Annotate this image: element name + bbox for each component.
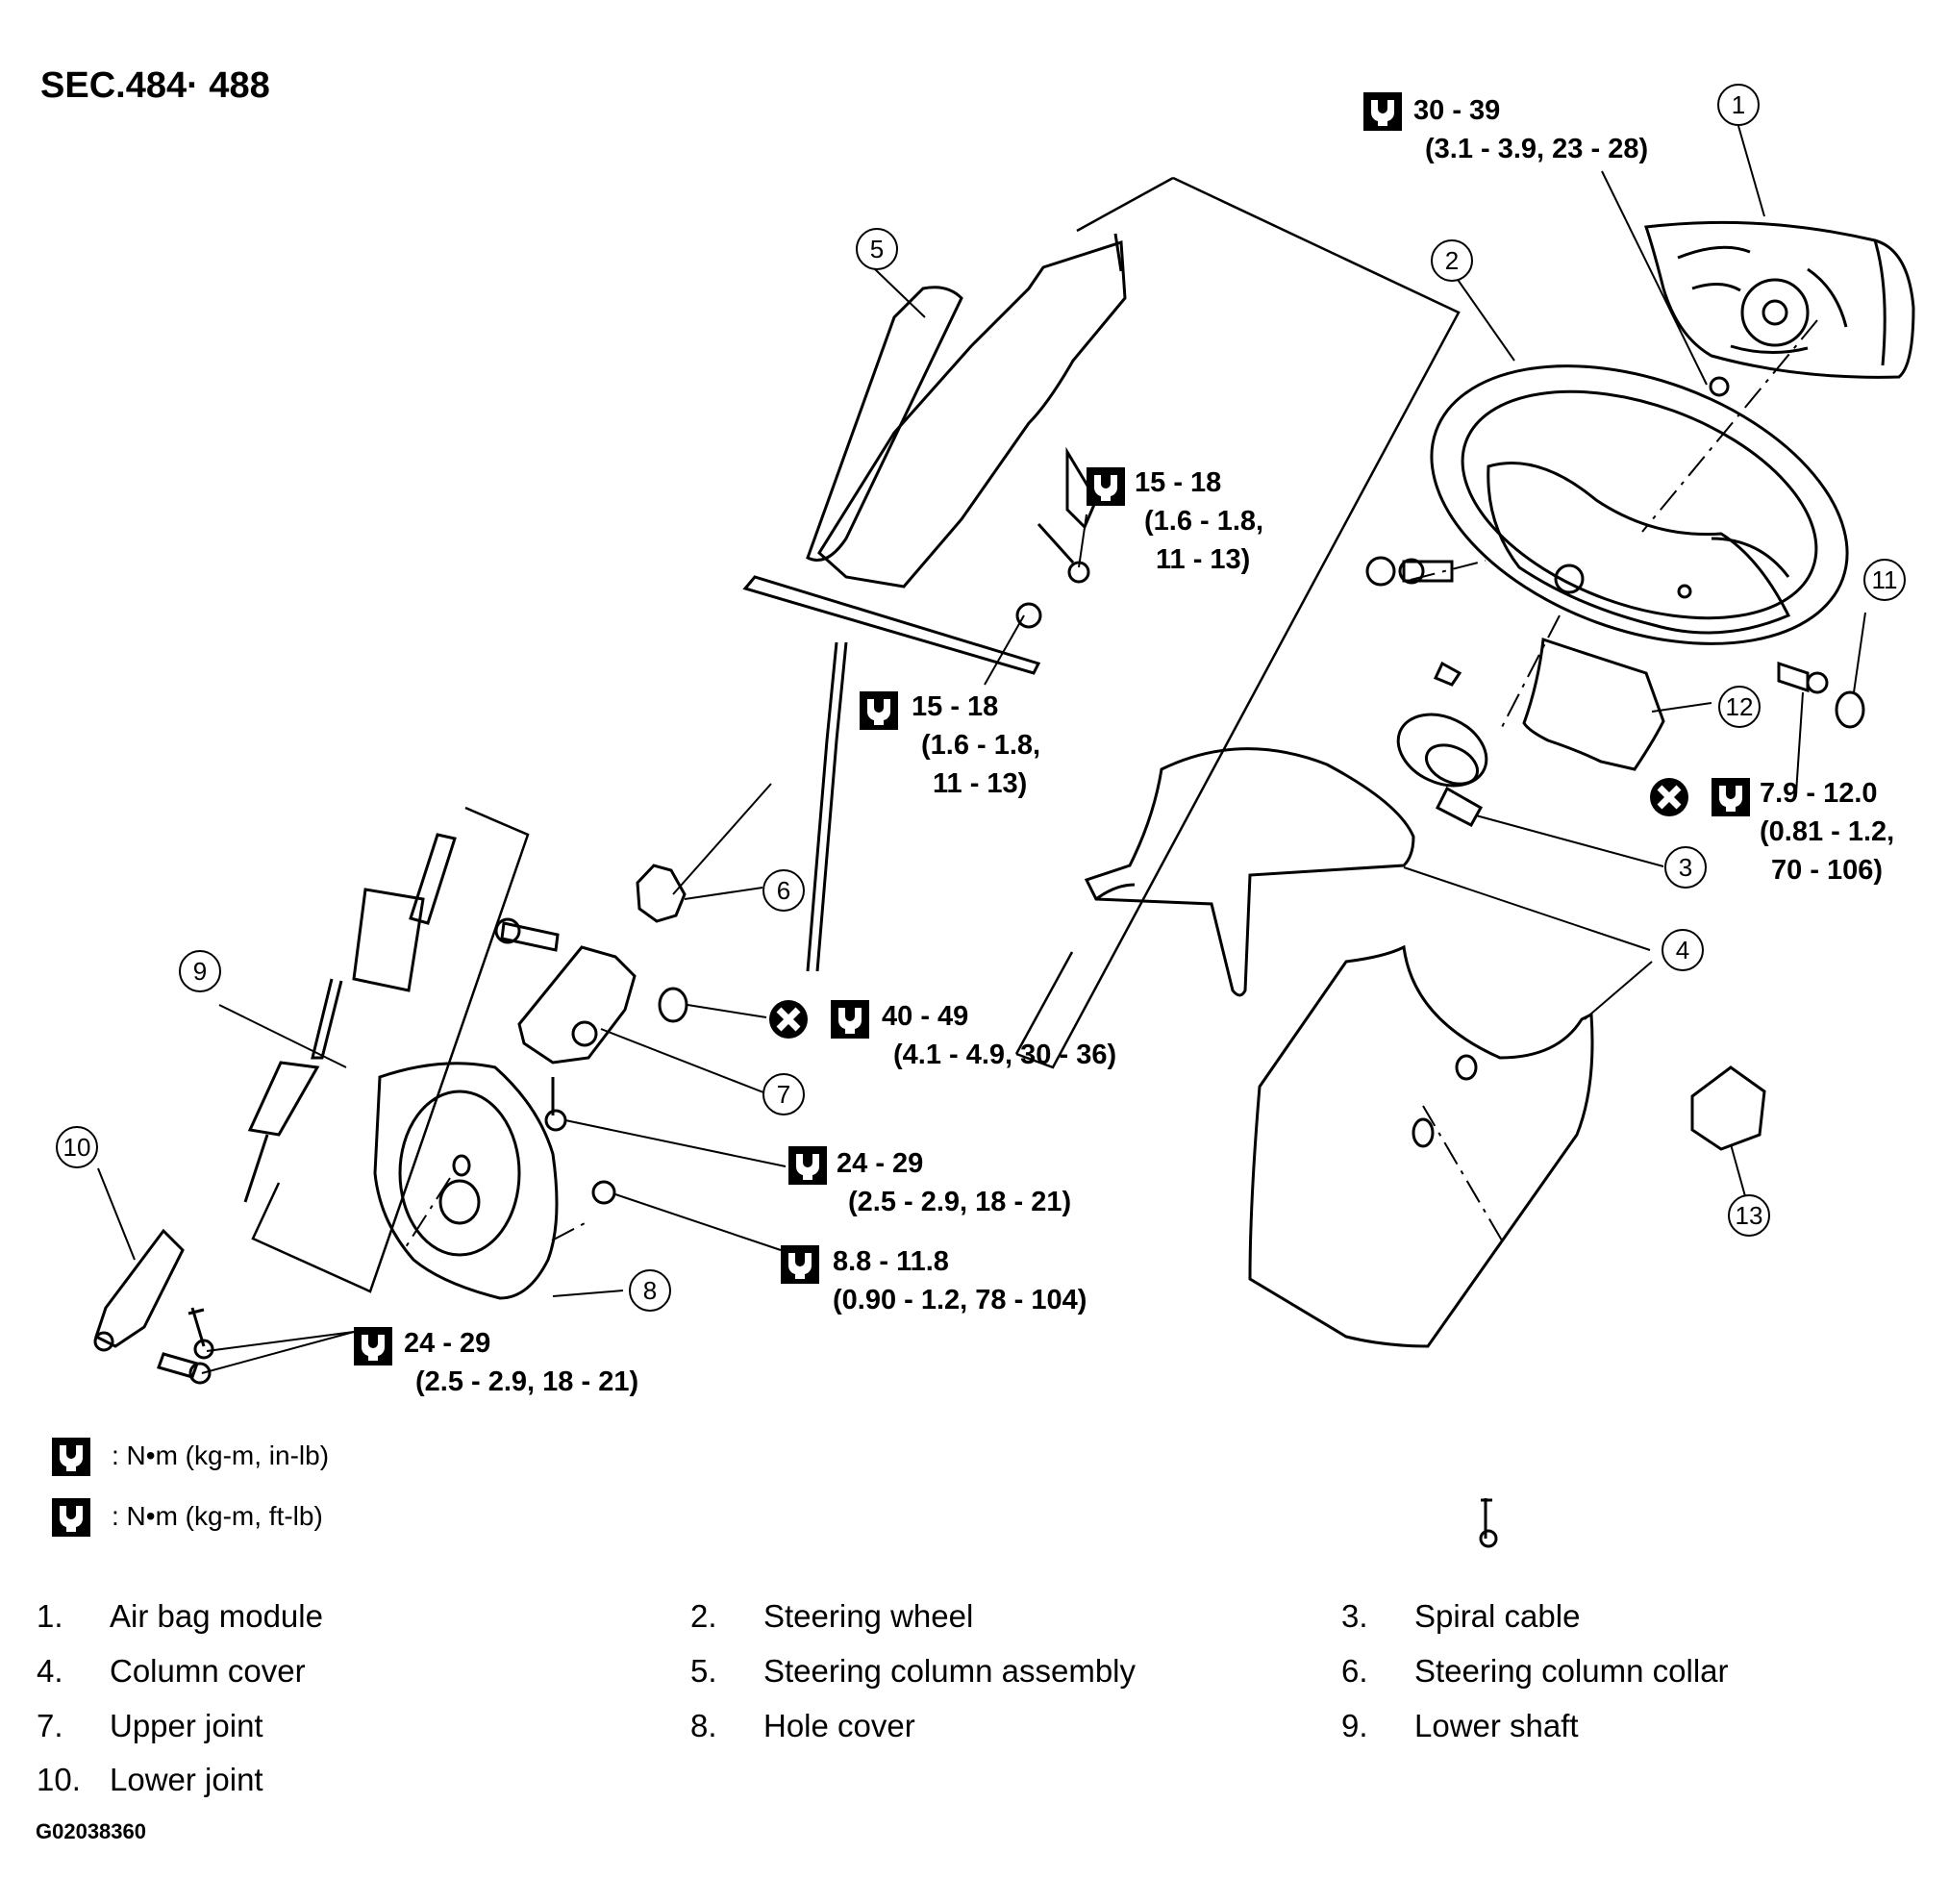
legend-ftlb: : N•m (kg-m, ft-lb): [112, 1501, 323, 1531]
torque-alt-units: (0.90 - 1.2, 78 - 104): [833, 1285, 1087, 1315]
assembly-outline-lower: [251, 806, 530, 1293]
torque-wrench-ftlb-icon: [52, 1498, 90, 1537]
torque-wrench-icon: [860, 691, 898, 730]
callout-circles: [56, 84, 1906, 1312]
steering-column-collar: [636, 864, 687, 923]
steering-wheel: [1365, 364, 1849, 645]
torque-spec-airbag: 30 - 39 (3.1 - 3.9, 23 - 28): [1413, 91, 1648, 168]
callout-9: 9: [193, 957, 207, 986]
air-bag-module: [1643, 220, 1915, 397]
parts-list-item: 1.Air bag module: [37, 1598, 323, 1634]
lower-shaft: [243, 833, 457, 1203]
leader-lines: [97, 125, 1866, 1374]
torque-alt-units: 70 - 106): [1771, 855, 1884, 886]
centerlines: [403, 319, 1818, 1251]
callout-7: 7: [777, 1080, 790, 1109]
torque-value: 40 - 49: [882, 1001, 969, 1032]
torque-spec-lower-joint: 24 - 29 (2.5 - 2.9, 18 - 21): [404, 1324, 638, 1401]
callout-6: 6: [777, 876, 790, 905]
replace-part-icon: [769, 1000, 808, 1039]
column-cover-lower: [1248, 944, 1594, 1548]
torque-value: 15 - 18: [912, 691, 999, 722]
torque-spec-hole-cover: 8.8 - 11.8 (0.90 - 1.2, 78 - 104): [833, 1242, 1087, 1319]
torque-alt-units: (0.81 - 1.2,: [1760, 816, 1895, 847]
torque-wrench-icon: [831, 1000, 869, 1039]
small-bracket: [1690, 1065, 1766, 1151]
torque-alt-units: (1.6 - 1.8,: [1144, 506, 1264, 537]
torque-wrench-icon: [1087, 467, 1125, 506]
lower-joint: [93, 1228, 214, 1385]
torque-value: 30 - 39: [1413, 95, 1501, 126]
callout-2: 2: [1445, 246, 1459, 275]
hole-cover: [373, 1062, 616, 1300]
torque-wrench-icon: [781, 1245, 819, 1284]
torque-alt-units: (2.5 - 2.9, 18 - 21): [415, 1366, 639, 1397]
parts-list-item: 6.Steering column collar: [1341, 1653, 1729, 1689]
callout-10: 10: [63, 1133, 91, 1162]
parts-list-item: 9.Lower shaft: [1341, 1708, 1579, 1743]
torque-spec-joint-bolt: 24 - 29 (2.5 - 2.9, 18 - 21): [837, 1144, 1071, 1221]
torque-alt-units: (2.5 - 2.9, 18 - 21): [848, 1187, 1072, 1217]
torque-alt-units: (3.1 - 3.9, 23 - 28): [1425, 134, 1649, 164]
figure-id: G02038360: [36, 1819, 146, 1843]
torque-alt-units: 11 - 13): [1156, 544, 1251, 575]
parts-list-item: 8.Hole cover: [690, 1708, 915, 1743]
torque-value: 24 - 29: [837, 1148, 924, 1179]
callout-numbers: 1 2 3 4 5 6 7 8 9 10 11 12 13: [63, 90, 1898, 1305]
torque-alt-units: (1.6 - 1.8,: [921, 730, 1041, 761]
torque-wrench-inlb-icon: [52, 1438, 90, 1476]
callout-11: 11: [1872, 565, 1898, 594]
torque-alt-units: 11 - 13): [933, 768, 1028, 799]
parts-list-item: 2.Steering wheel: [690, 1598, 974, 1634]
legend-inlb: : N•m (kg-m, in-lb): [112, 1441, 330, 1470]
spiral-cable-cover: [1433, 637, 1665, 771]
torque-spec-column-lower: 15 - 18 (1.6 - 1.8, 11 - 13): [912, 688, 1040, 803]
parts-list-item: 4.Column cover: [37, 1653, 306, 1689]
torque-wrench-icon: [1712, 778, 1750, 816]
callout-3: 3: [1679, 853, 1692, 882]
steering-column-assembly: [742, 233, 1127, 972]
torque-spec-upper-joint: 40 - 49 (4.1 - 4.9, 30 - 36): [882, 997, 1116, 1074]
torque-value: 7.9 - 12.0: [1760, 778, 1878, 809]
torque-wrench-icon: [788, 1146, 827, 1185]
section-reference: SEC.484· 488: [40, 65, 270, 106]
torque-spec-wheel: 7.9 - 12.0 (0.81 - 1.2, 70 - 106): [1760, 774, 1894, 889]
callout-4: 4: [1676, 936, 1689, 965]
callout-12: 12: [1726, 692, 1754, 721]
torque-spec-column-upper: 15 - 18 (1.6 - 1.8, 11 - 13): [1135, 463, 1263, 579]
parts-list-item: 7.Upper joint: [37, 1708, 263, 1743]
column-cover-upper: [1084, 747, 1415, 997]
parts-list-item: 3.Spiral cable: [1341, 1598, 1581, 1634]
spiral-cable: [1396, 713, 1488, 827]
torque-alt-units: (4.1 - 4.9, 30 - 36): [893, 1040, 1117, 1070]
callout-13: 13: [1736, 1201, 1763, 1230]
callout-1: 1: [1732, 90, 1745, 119]
torque-wrench-icon: [354, 1327, 392, 1365]
callout-8: 8: [643, 1276, 657, 1305]
replace-part-icon: [1650, 778, 1688, 816]
torque-wrench-icon: [1363, 92, 1402, 131]
parts-list-item: 5.Steering column assembly: [690, 1653, 1137, 1689]
assembly-outline-main: [1014, 176, 1461, 1069]
torque-value: 8.8 - 11.8: [833, 1246, 949, 1277]
torque-value: 24 - 29: [404, 1328, 491, 1359]
washer-ring: [1777, 661, 1865, 729]
upper-joint: [494, 917, 688, 1132]
callout-5: 5: [870, 235, 884, 263]
parts-list-item: 10.Lower joint: [37, 1762, 263, 1797]
torque-value: 15 - 18: [1135, 467, 1222, 498]
